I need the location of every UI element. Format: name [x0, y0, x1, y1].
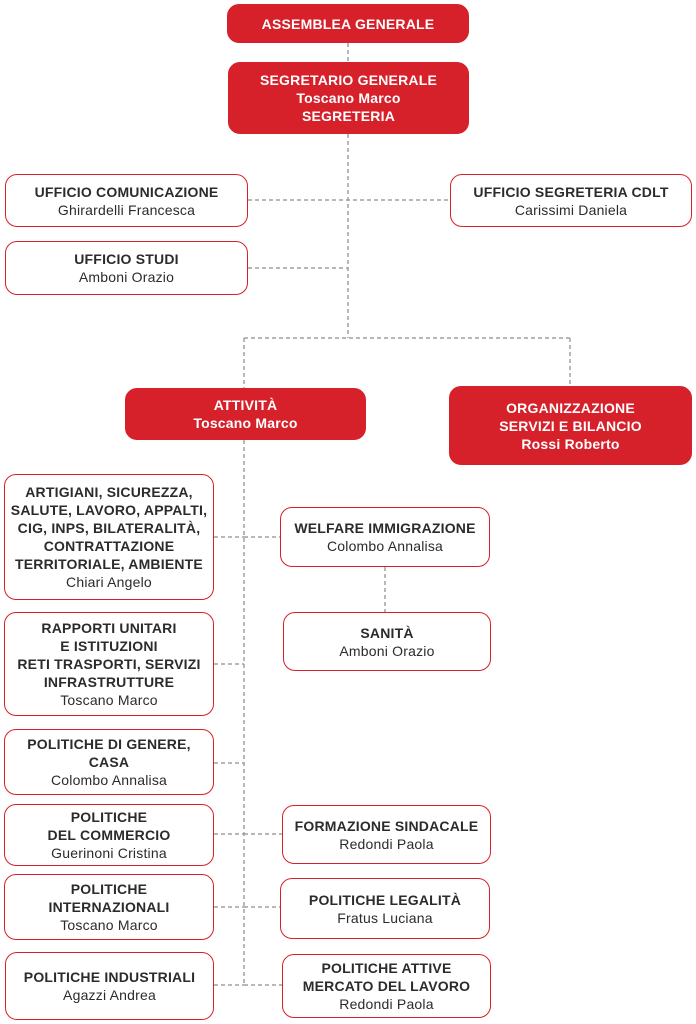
- node-title-line: ARTIGIANI, SICUREZZA,: [25, 484, 193, 500]
- node-title-line: DEL COMMERCIO: [47, 827, 171, 843]
- sanita-box: SANITÀ Amboni Orazio: [283, 612, 491, 671]
- node-title: POLITICHE LEGALITÀ: [308, 891, 462, 908]
- node-person: Amboni Orazio: [339, 642, 435, 659]
- node-title-line: TERRITORIALE, AMBIENTE: [15, 556, 203, 572]
- node-title: WELFARE IMMIGRAZIONE: [294, 520, 476, 536]
- node-person: Chiari Angelo: [66, 574, 152, 590]
- node-person: Rossi Roberto: [521, 435, 620, 452]
- ufficio-studi-box: UFFICIO STUDI Amboni Orazio: [5, 241, 248, 295]
- node-title-line: POLITICHE ATTIVE: [321, 960, 452, 976]
- node-person: Carissimi Daniela: [514, 201, 628, 218]
- node-title: FORMAZIONE SINDACALE: [294, 817, 479, 834]
- assemblea-generale-box: ASSEMBLEA GENERALE: [227, 4, 469, 43]
- node-person: Ghirardelli Francesca: [57, 201, 196, 218]
- politiche-industriali-box: POLITICHE INDUSTRIALI Agazzi Andrea: [5, 952, 214, 1020]
- attivita-box: ATTIVITÀ Toscano Marco: [125, 388, 366, 440]
- node-title-line: CONTRATTAZIONE: [43, 538, 175, 554]
- node-person: Agazzi Andrea: [63, 987, 156, 1003]
- node-title-line: RAPPORTI UNITARI: [41, 620, 177, 636]
- node-person: Toscano Marco: [60, 692, 158, 708]
- politiche-attive-box: POLITICHE ATTIVE MERCATO DEL LAVORO Redo…: [282, 954, 491, 1018]
- node-title: POLITICHE INDUSTRIALI: [23, 969, 196, 985]
- artigiani-sicurezza-box: ARTIGIANI, SICUREZZA, SALUTE, LAVORO, AP…: [4, 474, 214, 600]
- node-person: Colombo Annalisa: [326, 538, 444, 554]
- node-person: Redondi Paola: [339, 835, 434, 852]
- node-title-line: INTERNAZIONALI: [48, 899, 170, 915]
- node-person: Amboni Orazio: [78, 269, 175, 285]
- node-person: Toscano Marco: [193, 415, 298, 431]
- node-title-line: E ISTITUZIONI: [60, 638, 158, 654]
- node-title-line: CIG, INPS, BILATERALITÀ,: [17, 520, 201, 536]
- rapporti-unitari-box: RAPPORTI UNITARI E ISTITUZIONI RETI TRAS…: [4, 612, 214, 716]
- node-title: ASSEMBLEA GENERALE: [261, 15, 435, 32]
- node-person: Redondi Paola: [339, 996, 434, 1012]
- node-title-line: RETI TRASPORTI, SERVIZI: [17, 656, 201, 672]
- politiche-legalita-box: POLITICHE LEGALITÀ Fratus Luciana: [280, 878, 490, 939]
- node-person: Fratus Luciana: [337, 909, 433, 926]
- node-title-line: POLITICHE: [70, 881, 148, 897]
- node-title-line: MERCATO DEL LAVORO: [302, 978, 471, 994]
- node-title: SEGRETARIO GENERALE: [259, 72, 437, 88]
- node-person: Guerinoni Cristina: [51, 845, 167, 861]
- node-title: UFFICIO COMUNICAZIONE: [34, 183, 219, 200]
- node-title-line: SERVIZI E BILANCIO: [499, 417, 642, 434]
- node-person: Toscano Marco: [296, 90, 401, 106]
- node-title-line: SALUTE, LAVORO, APPALTI,: [10, 502, 208, 518]
- node-title: ATTIVITÀ: [213, 397, 278, 413]
- ufficio-comunicazione-box: UFFICIO COMUNICAZIONE Ghirardelli France…: [5, 174, 248, 227]
- node-subtitle: SEGRETERIA: [301, 108, 395, 124]
- politiche-commercio-box: POLITICHE DEL COMMERCIO Guerinoni Cristi…: [4, 804, 214, 866]
- segretario-generale-box: SEGRETARIO GENERALE Toscano Marco SEGRET…: [228, 62, 469, 134]
- formazione-sindacale-box: FORMAZIONE SINDACALE Redondi Paola: [282, 805, 491, 864]
- organizzazione-box: ORGANIZZAZIONE SERVIZI E BILANCIO Rossi …: [449, 386, 692, 465]
- node-person: Toscano Marco: [60, 917, 158, 933]
- node-title: UFFICIO SEGRETERIA CDLT: [473, 183, 669, 200]
- politiche-internazionali-box: POLITICHE INTERNAZIONALI Toscano Marco: [4, 874, 214, 940]
- node-title-line: POLITICHE: [70, 809, 148, 825]
- node-title-line: INFRASTRUTTURE: [43, 674, 175, 690]
- welfare-immigrazione-box: WELFARE IMMIGRAZIONE Colombo Annalisa: [280, 507, 490, 567]
- node-title: UFFICIO STUDI: [74, 251, 179, 267]
- node-title-line: CASA: [88, 754, 130, 770]
- node-title-line: ORGANIZZAZIONE: [506, 399, 635, 416]
- node-title-line: POLITICHE DI GENERE,: [27, 736, 191, 752]
- node-title: SANITÀ: [360, 624, 414, 641]
- ufficio-segreteria-cdlt-box: UFFICIO SEGRETERIA CDLT Carissimi Daniel…: [450, 174, 692, 227]
- node-person: Colombo Annalisa: [50, 772, 168, 788]
- politiche-di-genere-box: POLITICHE DI GENERE, CASA Colombo Annali…: [4, 729, 214, 795]
